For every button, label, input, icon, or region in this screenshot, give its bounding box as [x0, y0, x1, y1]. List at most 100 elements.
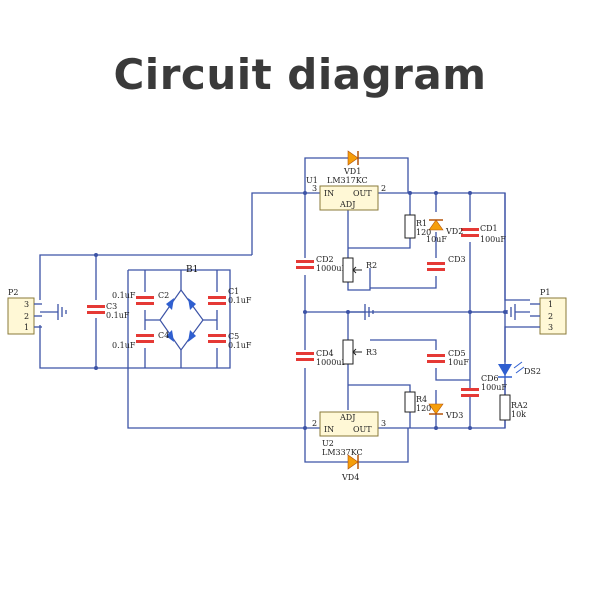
junction — [468, 191, 472, 195]
label-cd2-value: 1000uF — [316, 264, 348, 273]
diode-icon — [428, 219, 444, 231]
bridge-rectifier-b1: B1 — [159, 265, 204, 352]
capacitor-plate — [296, 352, 314, 355]
capacitor-plate — [208, 296, 226, 299]
capacitor-plate — [208, 340, 226, 343]
capacitor-plate — [461, 234, 479, 237]
capacitor-cd1: CD1 100uF — [461, 224, 506, 244]
capacitor-plate — [136, 302, 154, 305]
diagram-title: Circuit diagram — [113, 50, 487, 99]
wire-cd5-net — [370, 312, 471, 381]
label-p2: P2 — [8, 288, 18, 297]
resistor-body — [404, 391, 416, 413]
label-u2: U2 — [322, 439, 334, 448]
regulator-u2: ADJ IN OUT U2 LM337KC 2 3 — [312, 411, 386, 457]
junction — [303, 426, 307, 430]
wire-r2-net — [347, 268, 371, 291]
junctions — [94, 191, 507, 430]
diode-vd4: VD4 — [341, 454, 359, 482]
resistor-ra2: RA2 10k — [499, 394, 528, 421]
capacitor-c1: C1 0.1uF — [208, 287, 252, 305]
label-c5: C5 — [228, 332, 239, 341]
capacitor-cd4: CD4 1000uF — [296, 349, 348, 367]
diode-icon — [428, 403, 444, 415]
label-r1-value: 120 — [416, 228, 431, 237]
regulator-u1-body — [319, 185, 379, 211]
label-c4: C4 — [158, 331, 169, 340]
capacitor-cd5: CD5 10uF — [427, 349, 469, 367]
capacitor-c3: C3 0.1uF — [87, 302, 130, 320]
capacitor-plate — [87, 311, 105, 314]
capacitor-plate — [427, 354, 445, 357]
label-u1: U1 — [306, 176, 318, 185]
diode-icon — [347, 150, 359, 166]
junction — [94, 253, 98, 257]
capacitor-cd2: CD2 1000uF — [296, 255, 348, 273]
diode-vd1: VD1 — [343, 150, 361, 176]
resistor-body — [404, 214, 416, 239]
label-p2-pin: 2 — [24, 312, 29, 321]
potentiometer-r2: R2 — [342, 257, 377, 283]
resistor-body — [499, 394, 511, 421]
junction — [346, 310, 350, 314]
wire-bridge-left — [127, 269, 231, 369]
label-p1: P1 — [540, 288, 550, 297]
label-r1: R1 — [416, 219, 427, 228]
wire-p2-top — [39, 254, 252, 300]
junction — [303, 310, 307, 314]
capacitor-plate — [208, 302, 226, 305]
label-c4-value: 0.1uF — [112, 341, 136, 350]
resistor-r1: R1 120 — [404, 214, 431, 239]
label-cd3-value: 10uF — [426, 235, 447, 244]
label-u2-adj: ADJ — [339, 413, 355, 422]
led-ds2: DS2 — [498, 361, 541, 378]
junction — [408, 191, 412, 195]
wire-u1-out — [378, 192, 530, 301]
wire-p2-bottom — [39, 325, 128, 369]
label-p1-pin: 3 — [548, 323, 553, 332]
wires — [39, 157, 530, 463]
label-u2-pin: 2 — [312, 419, 317, 428]
bridge-diode-icon — [188, 298, 196, 310]
label-vd4: VD4 — [341, 473, 359, 482]
label-p1-pin: 2 — [548, 312, 553, 321]
label-cd5-value: 10uF — [448, 358, 469, 367]
label-cd4-value: 1000uF — [316, 358, 348, 367]
wire-u1-adj — [347, 210, 411, 268]
wire-vd2-cd3 — [370, 232, 437, 289]
label-p2-pin: 1 — [24, 323, 29, 332]
label-u2-out: OUT — [353, 425, 372, 434]
label-vd1: VD1 — [343, 167, 361, 176]
bridge-outline — [159, 288, 204, 352]
wire-cd1-ground — [469, 242, 500, 313]
capacitor-plate — [87, 305, 105, 308]
label-u2-pin: 3 — [381, 419, 386, 428]
junction — [94, 366, 98, 370]
junction — [503, 310, 507, 314]
capacitor-plate — [427, 268, 445, 271]
wire-ground-left — [40, 304, 67, 320]
label-p1-pin: 1 — [548, 300, 553, 309]
label-ds2: DS2 — [524, 367, 541, 376]
diode-vd2: VD2 — [428, 219, 463, 236]
capacitor-plate — [296, 266, 314, 269]
label-u2-name: LM337KC — [322, 448, 363, 457]
resistor-body — [342, 339, 354, 365]
bridge-diode-icon — [166, 330, 174, 342]
capacitor-plate — [427, 262, 445, 265]
junction — [303, 191, 307, 195]
junction — [434, 191, 438, 195]
label-b1: B1 — [186, 265, 198, 275]
label-cd1: CD1 — [480, 224, 498, 233]
connector-p2: P2 3 2 1 — [7, 288, 42, 335]
capacitor-plate — [296, 260, 314, 263]
label-u2-in: IN — [324, 425, 334, 434]
capacitor-c5: C5 0.1uF — [208, 332, 252, 350]
label-cd5: CD5 — [448, 349, 466, 358]
wire-ground-mid — [350, 304, 374, 320]
wiper-arrow-icon — [352, 266, 362, 274]
capacitor-plate — [208, 334, 226, 337]
label-c3-value: 0.1uF — [106, 311, 130, 320]
label-ra2-value: 10k — [511, 410, 526, 419]
label-cd1-value: 100uF — [480, 235, 506, 244]
